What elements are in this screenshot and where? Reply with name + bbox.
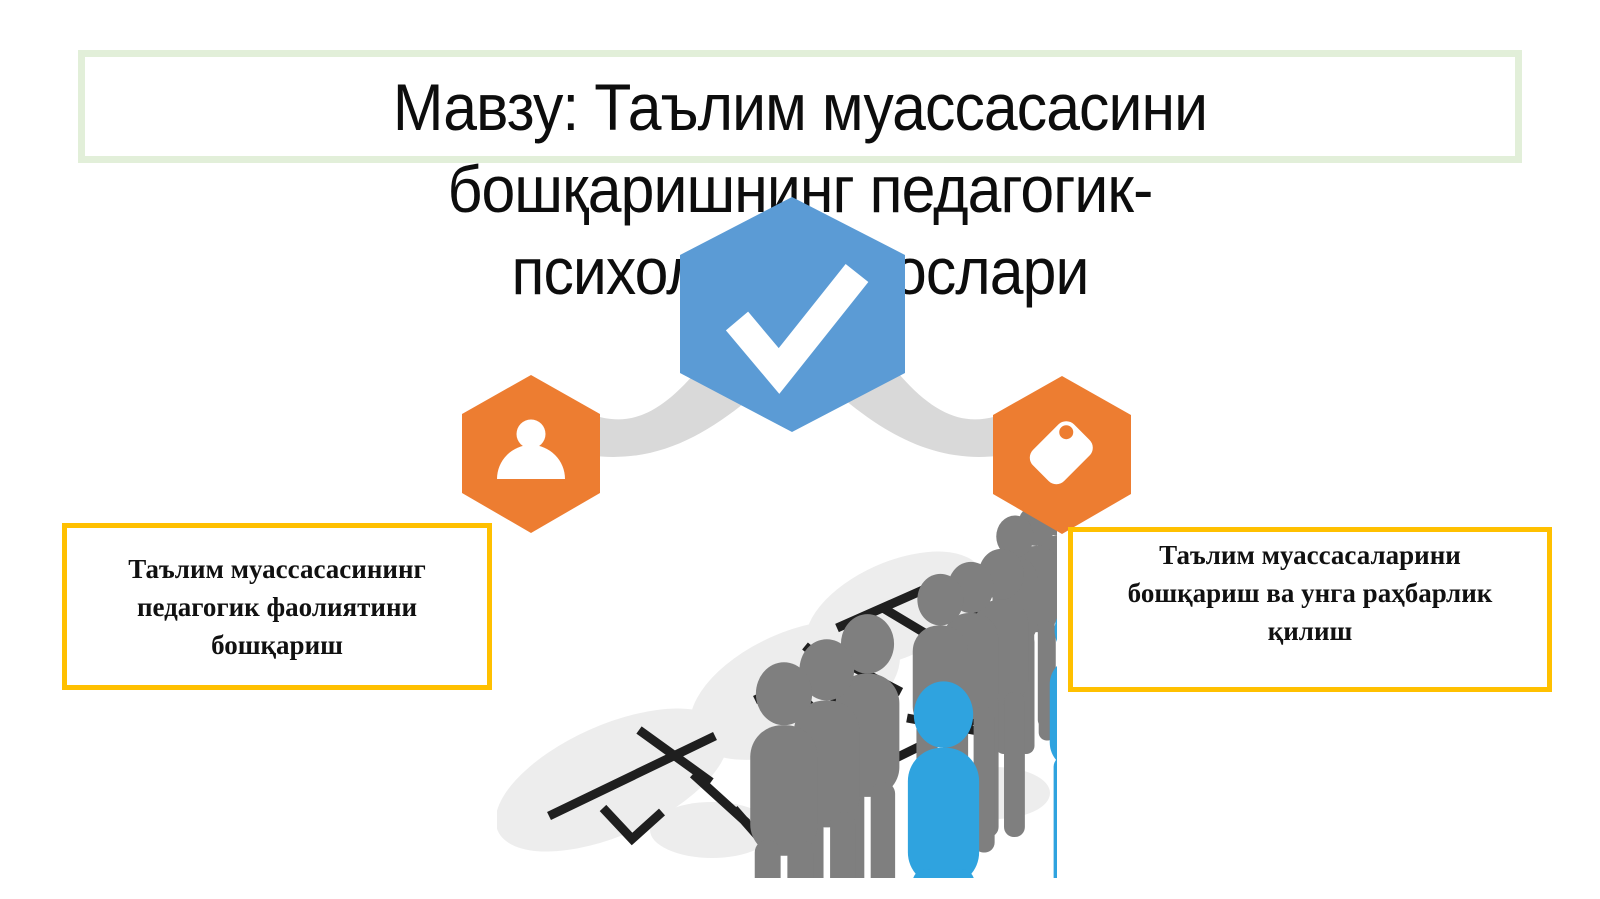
person-icon: [497, 419, 565, 479]
left-callout: Таълим муассасасининг педагогик фаолияти…: [62, 523, 492, 690]
title-line-3: психологик асослари: [511, 234, 1089, 308]
people-illustration: [497, 478, 1057, 878]
title-line-1: Мавзу: Таълим муассасасини: [392, 70, 1208, 144]
connector-right: [845, 350, 1030, 457]
figure-gray: [750, 662, 818, 878]
right-callout: Таълим муассасаларини бошқариш ва унга р…: [1068, 527, 1552, 692]
right-callout-text: Таълим муассасаларини бошқариш ва унга р…: [1127, 539, 1493, 646]
page-title: Мавзу: Таълим муассасасини бошқаришнинг …: [64, 66, 1536, 312]
title-line-2: бошқаришнинг педагогик-: [447, 152, 1154, 226]
left-callout-text: Таълим муассасасининг педагогик фаолияти…: [128, 553, 426, 660]
figure-blue: [908, 681, 979, 878]
connector-left: [563, 350, 748, 457]
title-box: [78, 50, 1522, 163]
figures: [750, 494, 1057, 878]
